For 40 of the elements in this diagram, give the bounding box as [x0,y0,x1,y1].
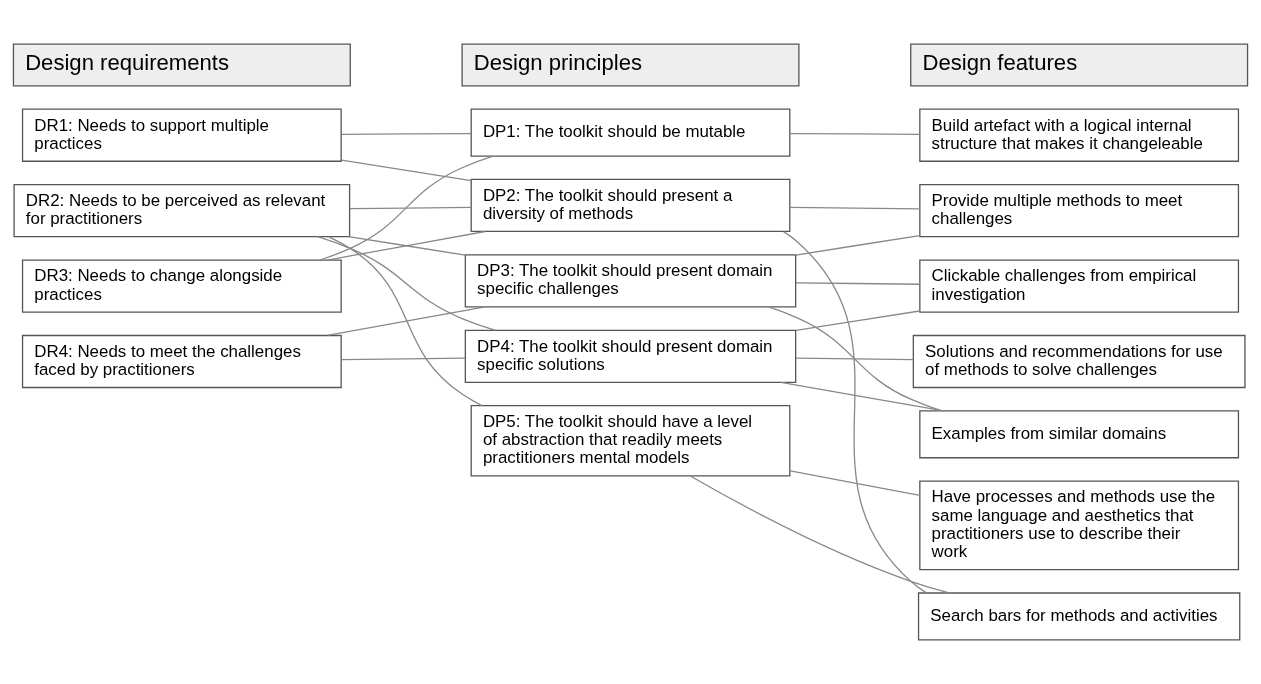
node-box: DP2: The toolkit should present a diversity of methods [470,178,791,233]
node-box: Provide multiple methods to meet challenges [919,184,1240,238]
node-box: DR3: Needs to change alongside practices [21,259,342,313]
connector [795,282,921,285]
node-box: Search bars for methods and activities [917,592,1241,641]
node-box: DP4: The toolkit should present domain specific solutions [464,329,797,383]
node-box: DP3: The toolkit should present domain specific challenges [464,254,797,308]
connector [341,159,472,182]
node-box: DR4: Needs to meet the challenges faced by practitioners [21,334,342,389]
connector [768,306,943,412]
connector [326,230,486,261]
connector [789,470,921,497]
node-box: DR2: Needs to be perceived as relevant for practitioners [13,184,351,238]
connector [341,132,472,135]
connector [690,475,950,594]
connector [347,236,466,256]
node-box: Design principles [461,43,800,87]
connector [349,206,472,210]
connector [341,357,466,361]
node-box: DP5: The toolkit should have a level of abstraction that readily meets practitioners mental models [470,405,791,477]
node-box: Design requirements [12,43,351,87]
node-box: Clickable challenges from empirical investigation [919,259,1240,313]
node-box: Design features [910,43,1249,87]
connector [789,206,921,210]
connector [795,357,914,361]
node-box: Have processes and methods use the same language and aesthetics that practitioners use to describe their work [919,480,1240,571]
node-box: DP1: The toolkit should be mutable [470,108,791,157]
connector [326,306,486,337]
connector [795,234,921,256]
connector [795,310,921,332]
connector [789,132,921,135]
connector [316,236,496,331]
connector [783,230,928,594]
connector [319,155,494,261]
node-box: Solutions and recommendations for use of methods to solve challenges [912,334,1246,389]
connector [780,381,945,412]
connector [328,236,483,407]
node-box: Examples from similar domains [919,410,1240,459]
node-box: Build artefact with a logical internal structure that makes it changeleable [919,108,1240,162]
node-box: DR1: Needs to support multiple practices [21,108,342,162]
